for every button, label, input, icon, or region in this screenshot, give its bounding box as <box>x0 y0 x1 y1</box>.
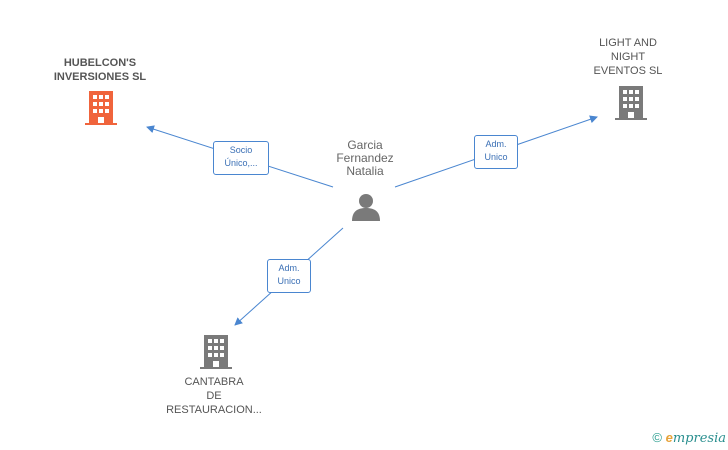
building-icon[interactable] <box>200 335 232 369</box>
edge-label-adm-unico-cantabra[interactable]: Adm. Unico <box>267 259 311 293</box>
empresia-logo: © empresia <box>652 430 726 446</box>
person-label[interactable]: Garcia Fernandez Natalia <box>336 138 394 178</box>
building-icon[interactable] <box>85 91 117 125</box>
building-icon[interactable] <box>615 86 647 120</box>
brand-name: mpresia <box>672 431 726 446</box>
copyright-symbol: © <box>652 430 662 445</box>
brand-initial: e <box>665 430 673 445</box>
company-label-hubelcon[interactable]: HUBELCON'S INVERSIONES SL <box>53 57 147 83</box>
company-label-cantabra[interactable]: CANTABRA DE RESTAURACION... <box>166 376 262 416</box>
edge-label-adm-unico-light-night[interactable]: Adm. Unico <box>474 135 518 169</box>
company-label-light-night[interactable]: LIGHT AND NIGHT EVENTOS SL <box>593 37 663 77</box>
edge-label-socio-unico[interactable]: Socio Único,... <box>213 141 269 175</box>
person-icon[interactable] <box>351 193 381 221</box>
